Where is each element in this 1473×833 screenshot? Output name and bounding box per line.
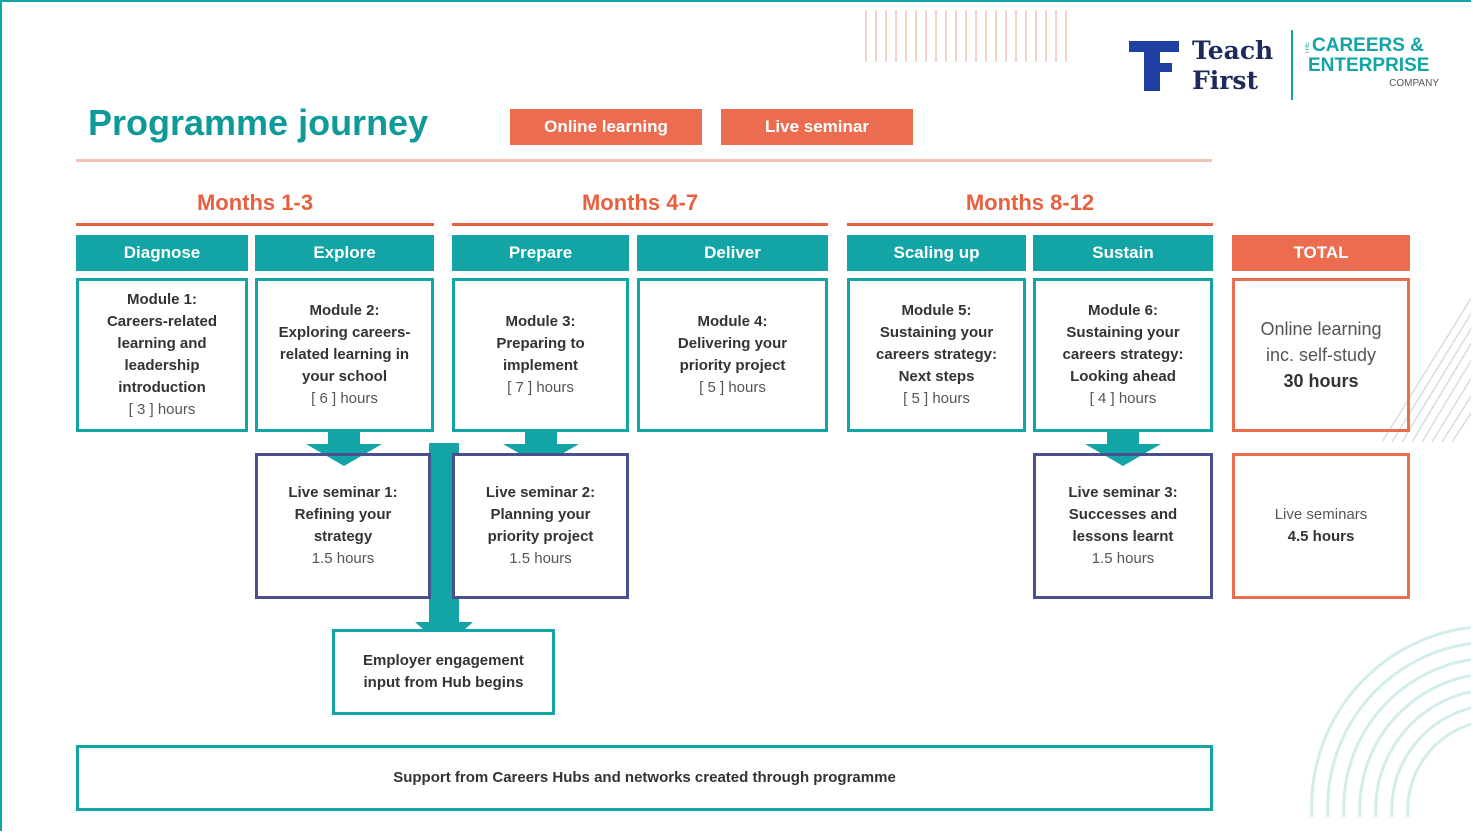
- module-2-line-3: related learning in: [279, 346, 410, 363]
- module-2-hours: [ 6 ] hours: [311, 390, 378, 407]
- module-5-hours: [ 5 ] hours: [903, 390, 970, 407]
- module-1-line-2: Careers-related: [106, 313, 218, 330]
- teach-first-logo: Teach First: [1129, 36, 1279, 96]
- module-6-hours: [ 4 ] hours: [1089, 390, 1157, 407]
- module-4-line-1: Module 4:: [697, 313, 768, 330]
- module-2-line-4: your school: [301, 368, 387, 385]
- module-1-line-5: introduction: [118, 379, 206, 396]
- module-3-box: Module 3: Preparing to implement [ 7 ] h…: [452, 278, 629, 432]
- month-heading-1: Months 1-3: [196, 190, 314, 215]
- total-seminars-hours: 4.5 hours: [1287, 528, 1355, 545]
- cec-logo: THE CAREERS & ENTERPRISE COMPANY: [1305, 36, 1445, 96]
- cec-the: THE: [1305, 42, 1311, 54]
- module-6-line-2: Sustaining your: [1066, 324, 1180, 341]
- module-5-line-1: Module 5:: [901, 302, 972, 319]
- seminar-2-line-2: Planning your: [490, 506, 591, 523]
- legend-live-seminar: Live seminar: [721, 109, 913, 145]
- month-heading-2: Months 4-7: [581, 190, 699, 215]
- teach-first-t-icon: [1129, 41, 1179, 91]
- seminar-3-hours: 1.5 hours: [1091, 550, 1155, 567]
- cec-line-3: COMPANY: [1389, 78, 1439, 89]
- module-6-line-3: careers strategy:: [1062, 346, 1184, 363]
- seminar-3-line-3: lessons learnt: [1072, 528, 1174, 545]
- phase-sustain: Sustain: [1033, 235, 1213, 271]
- seminar-1-hours: 1.5 hours: [311, 550, 375, 567]
- decorative-stripes: [865, 10, 1067, 62]
- decorative-arcs: [1310, 625, 1471, 818]
- module-6-line-4: Looking ahead: [1070, 368, 1176, 385]
- seminar-2-box: Live seminar 2: Planning your priority p…: [452, 453, 629, 599]
- support-box: Support from Careers Hubs and networks c…: [76, 745, 1213, 811]
- module-1-line-4: leadership: [124, 357, 200, 374]
- module-4-hours: [ 5 ] hours: [699, 379, 766, 396]
- teach-first-word-2: First: [1192, 66, 1259, 95]
- employer-line-1: Employer engagement: [363, 652, 524, 669]
- module-1-line-1: Module 1:: [127, 291, 197, 308]
- seminar-2-line-1: Live seminar 2:: [485, 484, 596, 501]
- module-5-line-3: careers strategy:: [876, 346, 997, 363]
- arrow-shaft-1: [328, 430, 360, 444]
- total-seminars-box: Live seminars 4.5 hours: [1232, 453, 1410, 599]
- total-online-box: Online learning inc. self-study 30 hours: [1232, 278, 1410, 432]
- total-online-hours: 30 hours: [1283, 371, 1359, 391]
- module-5-box: Module 5: Sustaining your careers strate…: [847, 278, 1026, 432]
- module-4-line-2: Delivering your: [677, 335, 788, 352]
- module-1-box: Module 1: Careers-related learning and l…: [76, 278, 248, 432]
- module-3-hours: [ 7 ] hours: [507, 379, 574, 396]
- teach-first-word-1: Teach: [1192, 36, 1274, 65]
- seminar-1-line-2: Refining your: [294, 506, 392, 523]
- module-2-line-2: Exploring careers-: [278, 324, 411, 341]
- module-1-line-3: learning and: [117, 335, 207, 352]
- phase-scaling-up: Scaling up: [847, 235, 1026, 271]
- seminar-1-box: Live seminar 1: Refining your strategy 1…: [255, 453, 431, 599]
- seminar-1-line-3: strategy: [313, 528, 373, 545]
- title-rule: [76, 159, 1212, 162]
- seminar-3-line-2: Successes and: [1068, 506, 1178, 523]
- module-4-line-3: priority project: [679, 357, 786, 374]
- total-seminars-label: Live seminars: [1274, 506, 1368, 523]
- module-1-hours: [ 3 ] hours: [128, 401, 196, 418]
- phase-diagnose: Diagnose: [76, 235, 248, 271]
- module-2-box: Module 2: Exploring careers- related lea…: [255, 278, 434, 432]
- seminar-3-box: Live seminar 3: Successes and lessons le…: [1033, 453, 1213, 599]
- phase-deliver: Deliver: [637, 235, 828, 271]
- support-text: Support from Careers Hubs and networks c…: [393, 769, 896, 786]
- month-rule-1: [76, 223, 434, 226]
- total-header: TOTAL: [1232, 235, 1410, 271]
- arrow-shaft-3: [1107, 430, 1139, 444]
- cec-line-1: CAREERS &: [1312, 35, 1424, 56]
- logo-divider: [1291, 30, 1293, 100]
- module-3-line-1: Module 3:: [505, 313, 576, 330]
- decorative-diagonals: [1382, 297, 1471, 442]
- month-rule-3: [847, 223, 1213, 226]
- module-2-line-1: Module 2:: [309, 302, 380, 319]
- employer-engagement-box: Employer engagement input from Hub begin…: [332, 629, 555, 715]
- module-6-box: Module 6: Sustaining your careers strate…: [1033, 278, 1213, 432]
- total-online-label-2: inc. self-study: [1265, 345, 1377, 365]
- module-3-line-3: implement: [502, 357, 578, 374]
- page-title: Programme journey: [88, 102, 429, 143]
- seminar-2-line-3: priority project: [487, 528, 594, 545]
- month-heading-3: Months 8-12: [965, 190, 1095, 215]
- phase-explore: Explore: [255, 235, 434, 271]
- seminar-1-line-1: Live seminar 1:: [288, 484, 398, 501]
- module-4-box: Module 4: Delivering your priority proje…: [637, 278, 828, 432]
- module-5-line-2: Sustaining your: [879, 324, 994, 341]
- legend-online-learning: Online learning: [510, 109, 702, 145]
- cec-line-2: ENTERPRISE: [1308, 55, 1430, 76]
- module-3-line-2: Preparing to: [496, 335, 585, 352]
- module-5-line-4: Next steps: [898, 368, 975, 385]
- arrow-shaft-2: [525, 430, 557, 444]
- employer-line-2: input from Hub begins: [363, 674, 524, 691]
- phase-prepare: Prepare: [452, 235, 629, 271]
- total-online-label-1: Online learning: [1260, 319, 1382, 339]
- seminar-3-line-1: Live seminar 3:: [1068, 484, 1178, 501]
- month-rule-2: [452, 223, 828, 226]
- seminar-2-hours: 1.5 hours: [509, 550, 572, 567]
- module-6-line-1: Module 6:: [1088, 302, 1158, 319]
